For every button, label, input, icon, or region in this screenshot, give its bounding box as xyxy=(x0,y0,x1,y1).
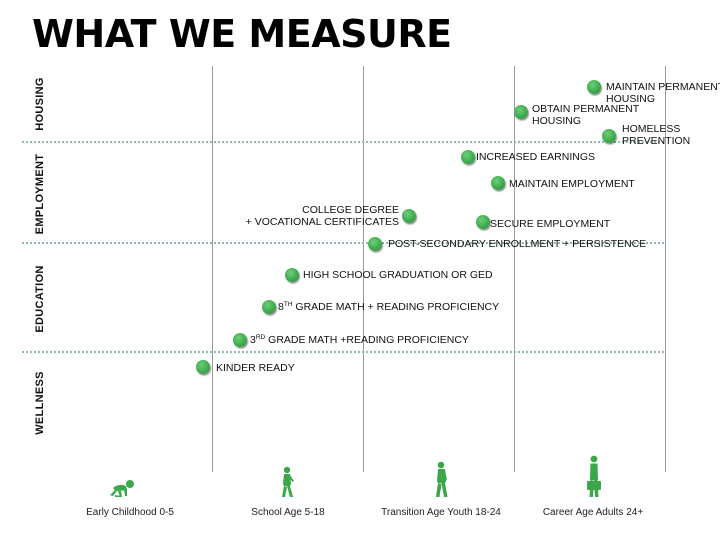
page-title: WHAT WE MEASURE xyxy=(32,12,452,56)
measure-label: KINDER READY xyxy=(216,362,295,374)
measure-dot xyxy=(402,209,416,223)
measure-dot xyxy=(262,300,276,314)
stage-divider xyxy=(514,66,515,472)
measure-dot xyxy=(285,268,299,282)
stage-label-early-childhood: Early Childhood 0-5 xyxy=(86,507,174,518)
stage-divider xyxy=(363,66,364,472)
stage-label-school-age: School Age 5-18 xyxy=(251,507,325,518)
measure-dot xyxy=(476,215,490,229)
measure-label: INCREASED EARNINGS xyxy=(476,151,596,163)
measure-dot xyxy=(461,150,475,164)
measure-label: HIGH SCHOOL GRADUATION OR GED xyxy=(303,269,493,281)
domain-divider xyxy=(22,351,664,353)
stage-label-transition-age-youth: Transition Age Youth 18-24 xyxy=(381,507,501,518)
child-icon xyxy=(282,466,294,497)
stage-divider xyxy=(665,66,666,472)
measure-label: SECURE EMPLOYMENT xyxy=(490,218,611,230)
row-label-education: EDUCATION xyxy=(34,265,46,333)
measure-label: COLLEGE DEGREE+ VOCATIONAL CERTIFICATES xyxy=(245,204,399,228)
row-label-wellness: WELLNESS xyxy=(34,371,46,435)
crawling-baby-icon xyxy=(110,480,134,497)
measure-dot xyxy=(514,105,528,119)
adult-with-briefcase-icon xyxy=(587,455,601,497)
measure-label: POST-SECONDARY ENROLLMENT + PERSISTENCE xyxy=(388,238,647,250)
domain-divider xyxy=(22,242,664,244)
row-label-employment: EMPLOYMENT xyxy=(34,153,46,235)
measure-label: 3RD GRADE MATH +READING PROFICIENCY xyxy=(250,334,469,346)
youth-icon xyxy=(436,461,448,497)
measure-label: 8TH GRADE MATH + READING PROFICIENCY xyxy=(278,301,500,313)
domain-divider xyxy=(22,141,664,143)
measure-label: MAINTAIN EMPLOYMENT xyxy=(509,178,635,190)
row-label-housing: HOUSING xyxy=(34,77,46,131)
measure-dot xyxy=(491,176,505,190)
measure-dot xyxy=(196,360,210,374)
measure-dot xyxy=(368,237,382,251)
measure-dot xyxy=(587,80,601,94)
measure-dot xyxy=(602,129,616,143)
stage-divider xyxy=(212,66,213,472)
stage-label-career-age-adults: Career Age Adults 24+ xyxy=(542,507,644,518)
measure-dot xyxy=(233,333,247,347)
